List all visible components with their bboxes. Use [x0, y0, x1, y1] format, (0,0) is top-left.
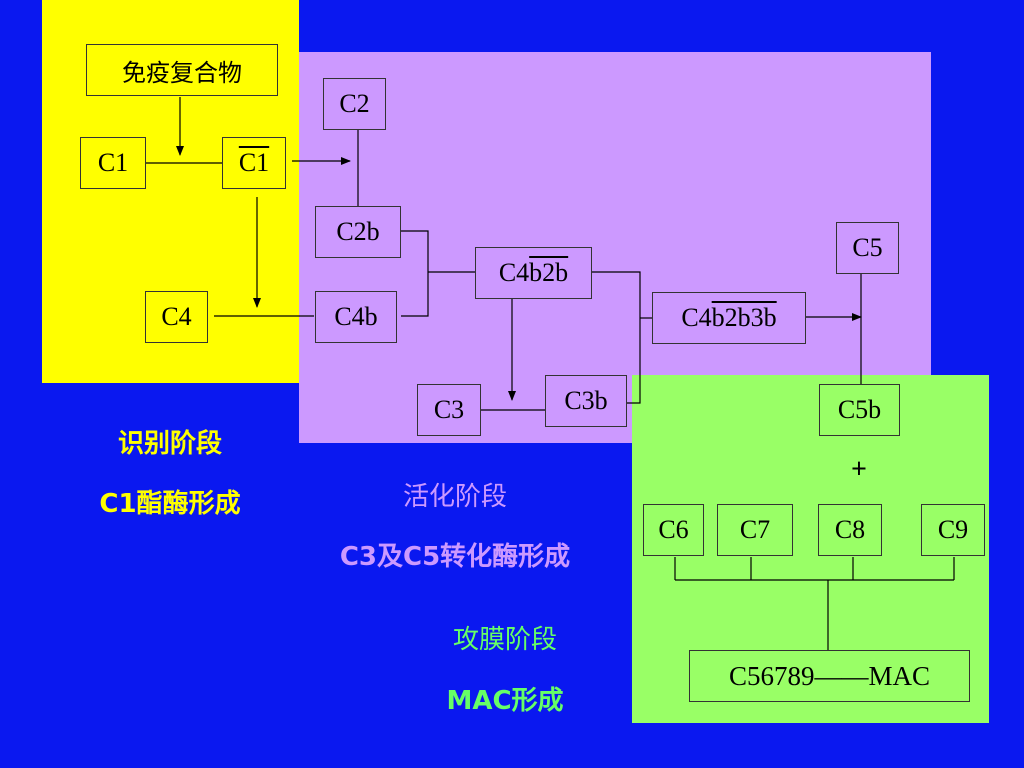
attack-stage-title: 攻膜阶段: [452, 625, 557, 655]
activation-stage-title: 活化阶段: [402, 482, 507, 512]
node-c3: C3: [417, 384, 481, 436]
recognition-stage-title: 识别阶段: [117, 429, 222, 459]
activation-stage-subtitle: C3及C5转化酶形成: [339, 542, 571, 572]
attack-stage-subtitle: MAC形成: [446, 686, 564, 716]
plus-sign: +: [851, 454, 867, 485]
node-c5: C5: [836, 222, 899, 274]
node-c9: C9: [921, 504, 985, 556]
node-c4: C4: [145, 291, 208, 343]
recognition-stage-region: [42, 0, 299, 383]
node-c4b2b-overline: b2b: [529, 258, 569, 287]
node-c1-active-label: C1: [238, 148, 270, 177]
node-c4b2b3b-prefix: C4: [681, 303, 712, 332]
node-c4b: C4b: [315, 291, 397, 343]
node-c4b2b-prefix: C4: [498, 258, 530, 287]
attack-stage-region: [632, 375, 989, 723]
node-c7: C7: [717, 504, 793, 556]
node-c2b: C2b: [315, 206, 401, 258]
node-immune-complex: 免疫复合物: [86, 44, 278, 96]
node-c6: C6: [643, 504, 704, 556]
node-c4b2b3b-overline: b2b3b: [711, 303, 777, 332]
node-c8: C8: [818, 504, 882, 556]
node-c2: C2: [323, 78, 386, 130]
node-mac: C56789——MAC: [689, 650, 970, 702]
node-c5b: C5b: [819, 384, 900, 436]
recognition-stage-subtitle: C1酯酶形成: [99, 489, 241, 519]
node-c3b: C3b: [545, 375, 627, 427]
node-c1-active: C1: [222, 137, 286, 189]
node-c1: C1: [80, 137, 146, 189]
